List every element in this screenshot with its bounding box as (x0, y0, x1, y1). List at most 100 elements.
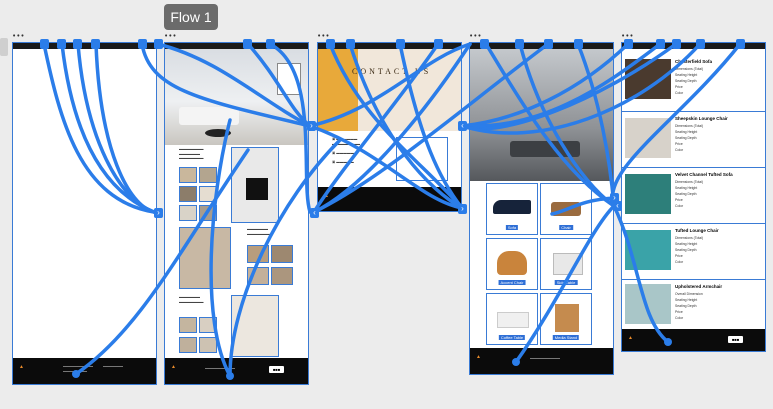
spec-row: Price (675, 310, 683, 314)
hotspot[interactable] (57, 39, 66, 49)
hotspot[interactable] (696, 39, 705, 49)
product-card[interactable]: Coffee Table (486, 293, 538, 345)
spec-row: Seating Depth (675, 79, 697, 83)
product-card[interactable]: Sofa (486, 183, 538, 235)
spec-title: Velvet Channel Tufted Sofa (675, 172, 733, 177)
gallery-thumb[interactable] (247, 267, 269, 285)
gallery-thumb[interactable] (199, 337, 217, 353)
frame-label-2: ••• (164, 33, 177, 41)
hotspot[interactable] (346, 39, 355, 49)
connection-dot[interactable] (226, 372, 234, 380)
hotspot[interactable] (73, 39, 82, 49)
hotspot[interactable] (574, 39, 583, 49)
top-nav (13, 43, 156, 49)
hotspot[interactable] (544, 39, 553, 49)
products-hero (470, 49, 613, 181)
hotspot[interactable] (434, 39, 443, 49)
spec-row: Seating Height (675, 186, 698, 190)
spec-row: Price (675, 85, 683, 89)
spec-row: Price (675, 142, 683, 146)
product-label: Sofa (505, 225, 519, 230)
spec-row: Color (675, 316, 684, 320)
hotspot[interactable] (91, 39, 100, 49)
feature-image-chair[interactable] (231, 147, 279, 223)
hotspot[interactable] (624, 39, 633, 49)
feature-image-lounge[interactable] (231, 295, 279, 357)
hotspot[interactable] (138, 39, 147, 49)
hotspot[interactable] (736, 39, 745, 49)
footer: ▲ ■■■ (165, 358, 308, 384)
spec-image (625, 174, 671, 214)
chevron-left-icon[interactable]: ‹ (458, 121, 467, 131)
chevron-right-icon[interactable]: › (610, 193, 619, 203)
spec-card[interactable]: Tufted Lounge Chair Dimensions (Total) S… (622, 223, 765, 278)
hotspot[interactable] (266, 39, 275, 49)
gallery-thumb[interactable] (247, 245, 269, 263)
spec-row: Dimensions (Total) (675, 236, 704, 240)
spec-title: Chesterfield Sofa (675, 59, 713, 64)
gallery-thumb[interactable] (271, 245, 293, 263)
product-card[interactable]: Accent Chair (486, 238, 538, 290)
footer-button[interactable]: ■■■ (728, 336, 744, 343)
frame-gallery[interactable]: ▬▬▬▬▬▬▬▬▬▬▬▬▬▬▬▬▬▬▬▬ ▬▬▬▬▬▬▬▬▬▬▬▬▬ ▬▬▬▬▬… (164, 42, 309, 385)
gallery-thumb[interactable] (199, 317, 217, 333)
connection-dot[interactable] (72, 370, 80, 378)
flow-label[interactable]: Flow 1 (164, 4, 218, 30)
hotspot[interactable] (40, 39, 49, 49)
gallery-thumb[interactable] (179, 317, 197, 333)
gallery-thumb[interactable] (271, 267, 293, 285)
product-card[interactable]: Media Stand (540, 293, 592, 345)
hotspot[interactable] (515, 39, 524, 49)
connection-dot[interactable] (512, 358, 520, 366)
chevron-right-icon[interactable]: › (154, 208, 163, 218)
gallery-thumb[interactable] (179, 205, 197, 221)
chevron-left-icon[interactable]: ‹ (310, 208, 319, 218)
gallery-thumb[interactable] (179, 186, 197, 202)
spec-row: Seating Depth (675, 304, 697, 308)
canvas-scrollbar[interactable] (0, 38, 8, 56)
footer: ▲ (13, 358, 156, 384)
connection-dot[interactable] (664, 338, 672, 346)
product-label: Accent Chair (498, 280, 526, 285)
spec-title: Sheepskin Lounge Chair (675, 116, 728, 121)
hotspot[interactable] (672, 39, 681, 49)
gallery-thumb[interactable] (179, 337, 197, 353)
gallery-thumb[interactable] (179, 167, 197, 183)
spec-card[interactable]: Velvet Channel Tufted Sofa Dimensions (T… (622, 167, 765, 222)
contact-hero: CONTACT US (318, 49, 461, 131)
hotspot[interactable] (480, 39, 489, 49)
spec-image (625, 118, 671, 158)
footer-logo: ▲ (476, 354, 481, 360)
section-text: ▬▬▬▬▬▬▬▬▬▬▬▬▬ (247, 227, 272, 236)
footer-logo: ▲ (628, 335, 633, 341)
footer: ▲ (470, 348, 613, 374)
frame-products[interactable]: Sofa Chair Accent Chair Side Table Coffe… (469, 42, 614, 375)
spec-row: Dimensions (Total) (675, 67, 704, 71)
product-card[interactable]: Chair (540, 183, 592, 235)
frame-specs[interactable]: Chesterfield Sofa Dimensions (Total) Sea… (621, 42, 766, 352)
gallery-thumb[interactable] (199, 167, 217, 183)
footer-button[interactable]: ■■■ (269, 366, 285, 373)
product-card[interactable]: Side Table (540, 238, 592, 290)
frame-home[interactable]: ▲ (12, 42, 157, 385)
frame-label-4: ••• (469, 33, 482, 41)
hotspot[interactable] (656, 39, 665, 49)
frame-label-5: ••• (621, 33, 634, 41)
footer: ▲ ■■■ (622, 329, 765, 351)
hotspot[interactable] (326, 39, 335, 49)
chevron-right-icon[interactable]: › (458, 204, 467, 214)
chevron-right-icon[interactable]: › (307, 121, 316, 131)
hotspot[interactable] (396, 39, 405, 49)
frame-contact[interactable]: CONTACT US ▣ ▬▬▬▬▬▬▬▬▬▬▬▬▬▬▣ ▬▬▬▬▬▬▣ ▬▬▬… (317, 42, 462, 212)
hotspot[interactable] (154, 39, 163, 49)
gallery-thumb[interactable] (199, 205, 217, 221)
feature-image-bedroom[interactable] (179, 227, 231, 289)
spec-card[interactable]: Chesterfield Sofa Dimensions (Total) Sea… (622, 55, 765, 109)
spec-row: Overall Dimension (675, 292, 703, 296)
contact-form[interactable] (396, 137, 448, 181)
spec-card[interactable]: Upholstered Armchair Overall Dimension S… (622, 279, 765, 330)
spec-card[interactable]: Sheepskin Lounge Chair Dimensions (Total… (622, 111, 765, 166)
chevron-left-icon[interactable]: ‹ (613, 201, 622, 211)
hotspot[interactable] (243, 39, 252, 49)
gallery-thumb[interactable] (199, 186, 217, 202)
